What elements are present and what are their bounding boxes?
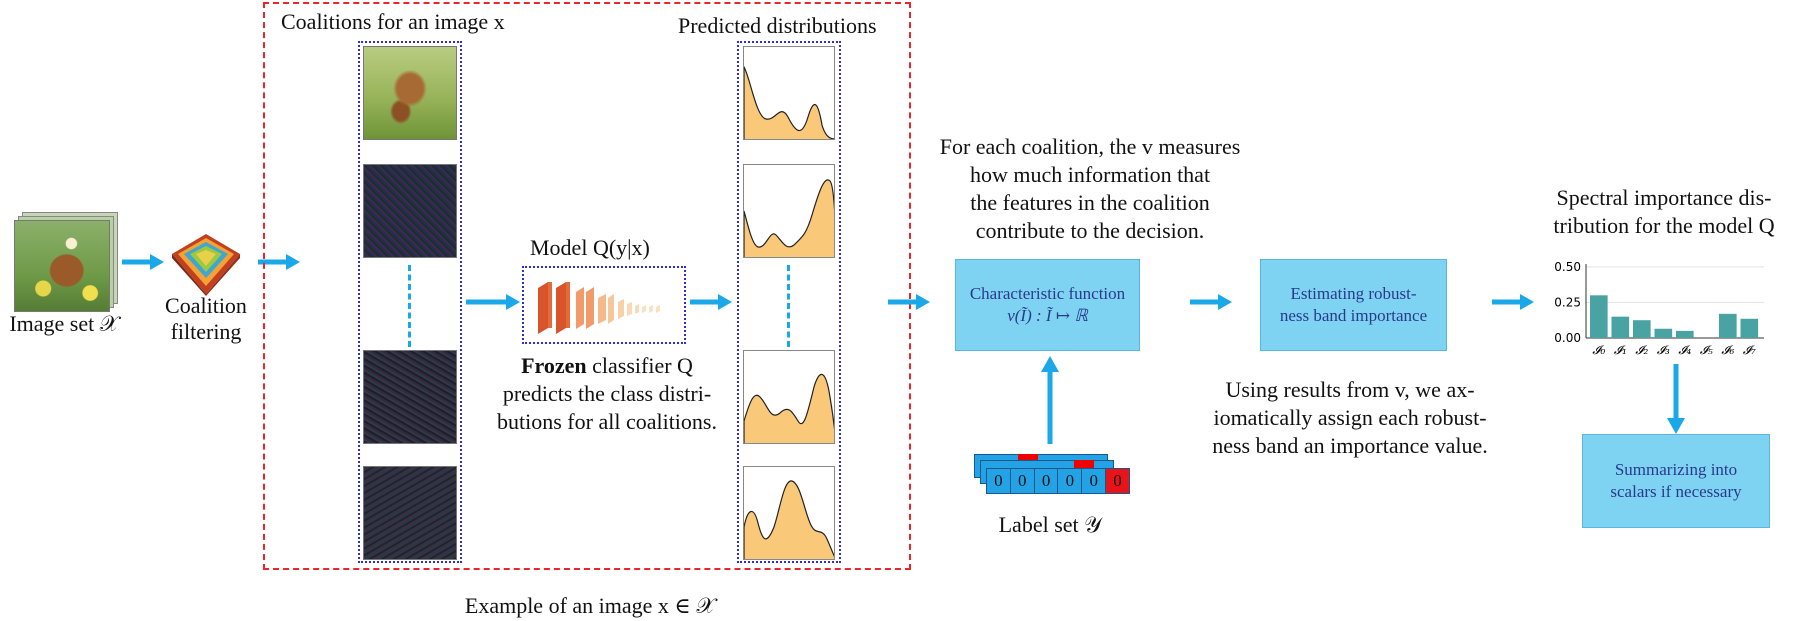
coalition-image-3 xyxy=(363,350,457,444)
x-tick-label: 𝓘₄ xyxy=(1678,343,1691,357)
summarizing-box: Summarizing into scalars if necessary xyxy=(1582,434,1770,528)
spectral-title: Spectral importance dis- tribution for t… xyxy=(1553,185,1775,238)
arrow-to-summarizing xyxy=(1664,364,1688,436)
label-cell: 0 xyxy=(987,469,1011,493)
coalition-ellipsis xyxy=(408,265,411,347)
predicted-title: Predicted distributions xyxy=(678,13,877,38)
char-func-line-1: Characteristic function xyxy=(969,284,1126,303)
bar-i0 xyxy=(1590,295,1608,338)
bar-i6 xyxy=(1719,313,1737,338)
coalition-image-2 xyxy=(363,164,457,258)
distributions-column xyxy=(737,41,841,563)
arrow-to-model xyxy=(466,292,522,312)
x-tick-label: 𝓘₅ xyxy=(1700,343,1713,357)
frozen-bold: Frozen xyxy=(521,353,587,378)
example-region xyxy=(263,2,911,570)
bar-i1 xyxy=(1611,316,1630,338)
coalition-image-4 xyxy=(363,466,457,560)
deer-image xyxy=(14,220,110,312)
y-tick-label: 0.25 xyxy=(1554,295,1581,309)
label-set-label: Label set 𝒴 xyxy=(998,512,1102,537)
label-cell: 0 xyxy=(1082,469,1107,493)
arrow-to-distributions xyxy=(690,292,734,312)
coalition-filtering-icon xyxy=(170,232,242,301)
model-box xyxy=(522,266,686,344)
coalition-image-1 xyxy=(363,46,457,140)
char-func-line-2: v(Ĩ) : Ĩ ↦ ℝ xyxy=(1007,306,1088,325)
distribution-ellipsis xyxy=(787,265,790,347)
x-tick-label: 𝓘₂ xyxy=(1635,343,1648,357)
bar-i4 xyxy=(1676,330,1694,338)
bar-i7 xyxy=(1740,318,1759,338)
label-cell: 0 xyxy=(1106,469,1129,493)
frozen-line-3: butions for all coalitions. xyxy=(497,409,717,434)
coalitions-column xyxy=(358,41,462,563)
distribution-plot-1 xyxy=(743,46,835,140)
model-title: Model Q(y|x) xyxy=(530,235,650,260)
distribution-plot-3 xyxy=(743,350,835,444)
using-results-text: Using results from v, we ax- iomatically… xyxy=(1212,377,1488,458)
bar-i2 xyxy=(1633,320,1651,338)
x-tick-label: 𝓘₃ xyxy=(1657,343,1670,357)
frozen-line-1: Frozen classifier Q xyxy=(494,352,720,380)
frozen-rest: classifier Q xyxy=(586,353,693,378)
x-tick-label: 𝓘₀ xyxy=(1592,343,1605,357)
arrow-to-filtering xyxy=(122,252,166,272)
x-tick-label: 𝓘₆ xyxy=(1721,343,1734,357)
frozen-line-2: predicts the class distri- xyxy=(502,381,712,406)
arrow-from-label-set xyxy=(1038,356,1062,446)
example-caption: Example of an image x ∈ 𝒳 xyxy=(464,593,716,618)
bar-i3 xyxy=(1654,328,1673,338)
cnn-icon xyxy=(534,274,674,341)
arrow-to-chart xyxy=(1492,292,1536,312)
label-vector-front: 0 0 0 0 0 0 xyxy=(986,468,1130,494)
distribution-plot-2 xyxy=(743,164,835,258)
arrow-to-estimating xyxy=(1190,292,1234,312)
image-set-stack xyxy=(14,212,124,320)
x-tick-label: 𝓘₇ xyxy=(1743,343,1756,357)
coalitions-title: Coalitions for an image x xyxy=(281,9,505,34)
coalition-filtering-label-2: filtering xyxy=(170,319,242,344)
label-cell: 0 xyxy=(1034,469,1059,493)
label-set-vectors: 0 0 0 0 0 0 xyxy=(974,454,1132,510)
coalition-description: For each coalition, the v measures how m… xyxy=(939,134,1241,243)
distribution-plot-4 xyxy=(743,466,835,560)
y-tick-label: 0.00 xyxy=(1554,331,1581,345)
characteristic-function-box: Characteristic function v(Ĩ) : Ĩ ↦ ℝ xyxy=(955,259,1140,351)
arrow-to-char-func xyxy=(888,292,932,312)
estimating-box: Estimating robust- ness band importance xyxy=(1260,259,1447,351)
label-cell: 0 xyxy=(1058,469,1083,493)
x-tick-label: 𝓘₁ xyxy=(1614,343,1627,357)
coalition-filtering-label-1: Coalition xyxy=(165,293,247,318)
y-tick-label: 0.50 xyxy=(1554,260,1581,274)
image-set-label: Image set 𝒳 xyxy=(9,311,119,336)
label-cell: 0 xyxy=(1010,469,1035,493)
